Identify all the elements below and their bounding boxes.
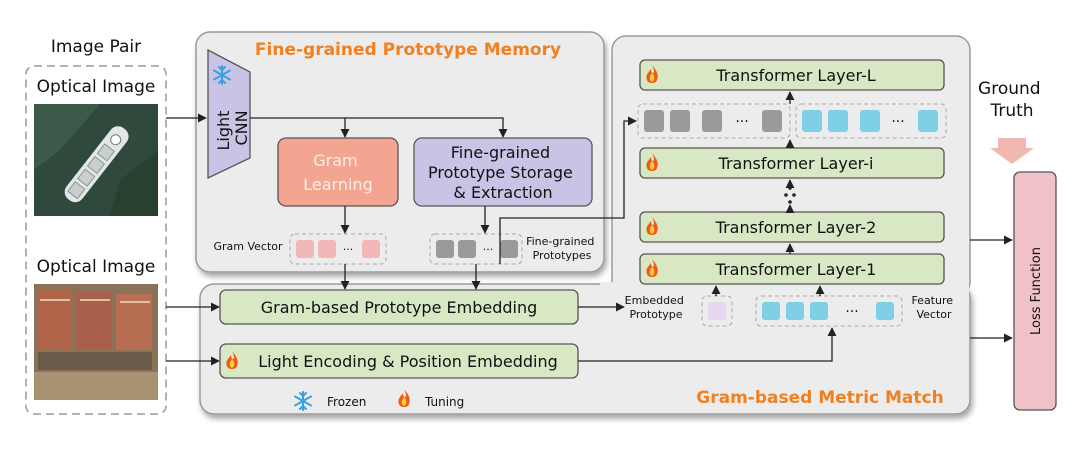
- prototype-token: [702, 110, 722, 132]
- svg-text:Gram Learning: Gram Learning: [303, 151, 372, 194]
- transformer-layer-1-label: Transformer Layer-1: [715, 260, 877, 279]
- prototype-token: [436, 240, 454, 258]
- flow-arrows: [166, 113, 1013, 366]
- svg-text:Fine-grained Prototypes: Fine-grained Prototypes: [526, 235, 598, 262]
- feature-token: [802, 110, 822, 132]
- svg-text:···: ···: [845, 304, 858, 320]
- fg-prototype-tokens: ···: [429, 233, 523, 265]
- feature-token: [810, 302, 828, 320]
- gram-vector-label: Gram Vector: [213, 240, 283, 253]
- svg-text:···: ···: [343, 243, 354, 256]
- image-pair-frame: [25, 65, 167, 415]
- light-cnn-block: Light CNN: [207, 48, 251, 180]
- prototype-token: [500, 240, 518, 258]
- svg-text:Feature Vector: Feature Vector: [911, 294, 956, 321]
- storage-label-1: Fine-grained: [451, 143, 550, 162]
- gmm-title: Gram-based Metric Match: [696, 388, 943, 408]
- optical-image-2: [34, 284, 158, 400]
- gram-learning-label-1: Gram: [313, 151, 357, 170]
- embedded-prototype-token: [708, 302, 726, 320]
- feature-token: [828, 110, 848, 132]
- image-pair-group: Image Pair Optical Image Optical Image: [25, 37, 167, 415]
- prototype-token: [670, 110, 690, 132]
- image-pair-label: Image Pair: [51, 37, 141, 57]
- svg-text:Embedded Prototype: Embedded Prototype: [625, 294, 688, 321]
- ground-truth-arrow: [990, 138, 1034, 164]
- feature-vector-tokens: ···: [755, 295, 903, 327]
- optical-image-label-2: Optical Image: [37, 257, 156, 277]
- gram-token: [362, 240, 380, 258]
- prototype-storage-block: Fine-grained Prototype Storage & Extract…: [413, 137, 593, 207]
- transformer-layer-i-label: Transformer Layer-i: [718, 154, 874, 173]
- fgpm-title: Fine-grained Prototype Memory: [255, 40, 561, 60]
- feature-token: [918, 110, 938, 132]
- optical-image-1: [34, 104, 158, 216]
- feature-token: [860, 110, 880, 132]
- gram-token: [296, 240, 314, 258]
- embedded-prototype-label-2: Prototype: [629, 308, 682, 321]
- svg-text:Fine-grained Prototype: Fine-grained Prototype Storage & Extract…: [428, 143, 578, 202]
- transformer-layer-2-label: Transformer Layer-2: [715, 218, 877, 237]
- ground-truth-label-2: Truth: [989, 101, 1033, 121]
- light-cnn-label: Light CNN: [214, 105, 251, 150]
- prototype-token: [762, 110, 782, 132]
- light-encoding-label: Light Encoding & Position Embedding: [258, 352, 558, 371]
- transformer-layer-1: [639, 253, 945, 285]
- storage-label-3: & Extraction: [453, 183, 552, 202]
- svg-text:···: ···: [891, 114, 904, 130]
- svg-text:···: ···: [735, 114, 748, 130]
- loss-function-block: Loss Function: [1013, 171, 1057, 411]
- frozen-label: Frozen: [327, 395, 366, 409]
- prototype-token: [644, 110, 664, 132]
- optical-image-label-1: Optical Image: [37, 77, 156, 97]
- svg-text:Ground Truth: Ground Truth: [978, 79, 1046, 121]
- feature-token: [786, 302, 804, 320]
- prototype-token: [458, 240, 476, 258]
- transformer-layer-L-label: Transformer Layer-L: [715, 66, 875, 85]
- storage-label-2: Prototype Storage: [428, 163, 573, 182]
- transformer-layer-L: [639, 59, 945, 91]
- tuning-label: Tuning: [424, 395, 464, 409]
- gram-learning-label-2: Learning: [303, 175, 372, 194]
- feature-token: [762, 302, 780, 320]
- feature-token: [876, 302, 894, 320]
- feature-vector-label-2: Vector: [916, 308, 952, 321]
- gram-token: [318, 240, 336, 258]
- feature-vector-label-1: Feature: [911, 294, 953, 307]
- gram-learning-block: Gram Learning: [277, 137, 399, 207]
- transformer-token-row: ··· ···: [637, 103, 947, 139]
- fg-prototypes-label-1: Fine-grained: [526, 235, 594, 248]
- gram-vector-tokens: ···: [289, 233, 387, 265]
- gram-embedding-label: Gram-based Prototype Embedding: [261, 298, 538, 317]
- svg-text:···: ···: [483, 243, 494, 256]
- ground-truth-label-1: Ground: [978, 79, 1041, 99]
- arrow-cnn-storage: [345, 117, 508, 138]
- ground-truth-group: Ground Truth: [978, 79, 1046, 164]
- fgpm-panel: Fine-grained Prototype Memory Light CNN …: [195, 31, 605, 273]
- gmm-panel: Gram-based Metric Match Gram-based Proto…: [199, 35, 971, 415]
- embedded-prototype-label-1: Embedded: [625, 294, 684, 307]
- fg-prototypes-label-2: Prototypes: [533, 249, 592, 262]
- loss-function-label: Loss Function: [1029, 247, 1044, 335]
